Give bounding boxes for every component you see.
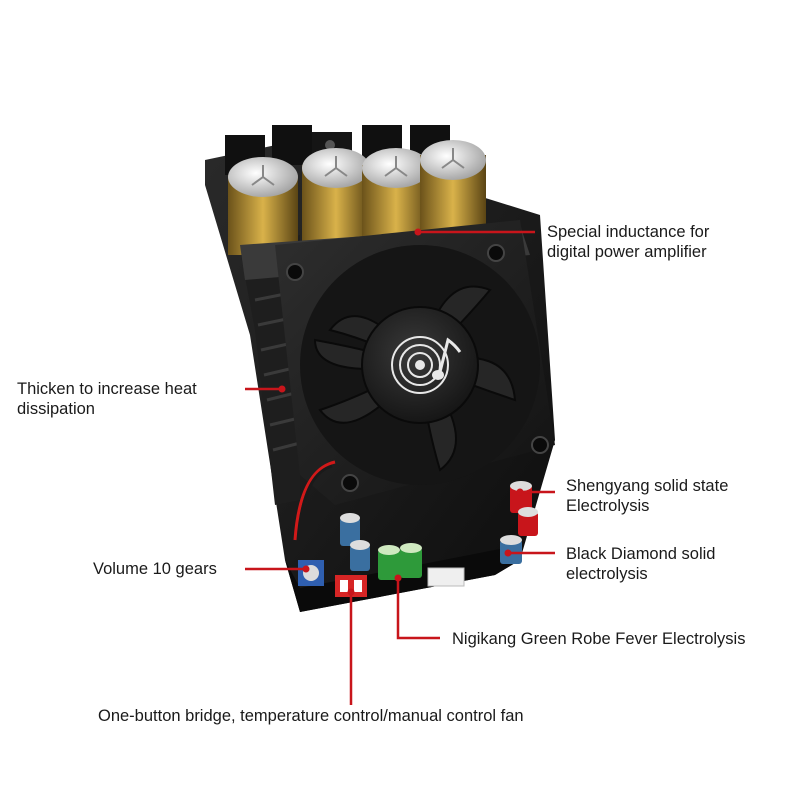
- label-nigikang: Nigikang Green Robe Fever Electrolysis: [452, 629, 745, 649]
- label-heat-line2: dissipation: [17, 400, 95, 418]
- volume-potentiometer: [298, 560, 324, 586]
- label-nigikang-text: Nigikang Green Robe Fever Electrolysis: [452, 630, 746, 648]
- label-shengyang-line2: Electrolysis: [566, 497, 650, 515]
- label-bridge: One-button bridge, temperature control/m…: [98, 706, 524, 726]
- label-heat-line1: Thicken to increase heat: [17, 380, 197, 398]
- label-black-diamond-line1: Black Diamond solid: [566, 545, 716, 563]
- label-volume-text: Volume 10 gears: [93, 560, 217, 578]
- small-capacitors: [340, 513, 522, 571]
- label-black-diamond: Black Diamond solid electrolysis: [566, 544, 715, 584]
- label-black-diamond-line2: electrolysis: [566, 565, 648, 583]
- cooling-fan: [275, 220, 555, 505]
- fan-connector: [427, 567, 465, 587]
- capacitor-1: [228, 157, 298, 255]
- label-shengyang: Shengyang solid state Electrolysis: [566, 476, 728, 516]
- capacitor-3: [362, 148, 430, 240]
- fan-screw-holes: [286, 244, 549, 492]
- fan-wire: [293, 460, 336, 541]
- callout-line-nigikang: [396, 578, 440, 640]
- fan-logo: [391, 336, 462, 394]
- capacitor-4: [420, 140, 486, 230]
- bridge-dip-switch: [335, 575, 367, 597]
- callout-dots: [278, 228, 524, 596]
- label-shengyang-line1: Shengyang solid state: [566, 477, 729, 495]
- label-bridge-text: One-button bridge, temperature control/m…: [98, 707, 524, 725]
- label-heat-dissipation: Thicken to increase heat dissipation: [17, 379, 197, 419]
- shengyang-capacitors: [510, 481, 538, 536]
- label-inductance-line2: digital power amplifier: [547, 243, 707, 261]
- label-inductance: Special inductance for digital power amp…: [547, 222, 709, 262]
- label-inductance-line1: Special inductance for: [547, 223, 710, 241]
- callout-lines: [245, 230, 555, 705]
- capacitor-2: [302, 148, 370, 245]
- label-volume: Volume 10 gears: [93, 559, 217, 579]
- nigikang-capacitors: [378, 543, 422, 580]
